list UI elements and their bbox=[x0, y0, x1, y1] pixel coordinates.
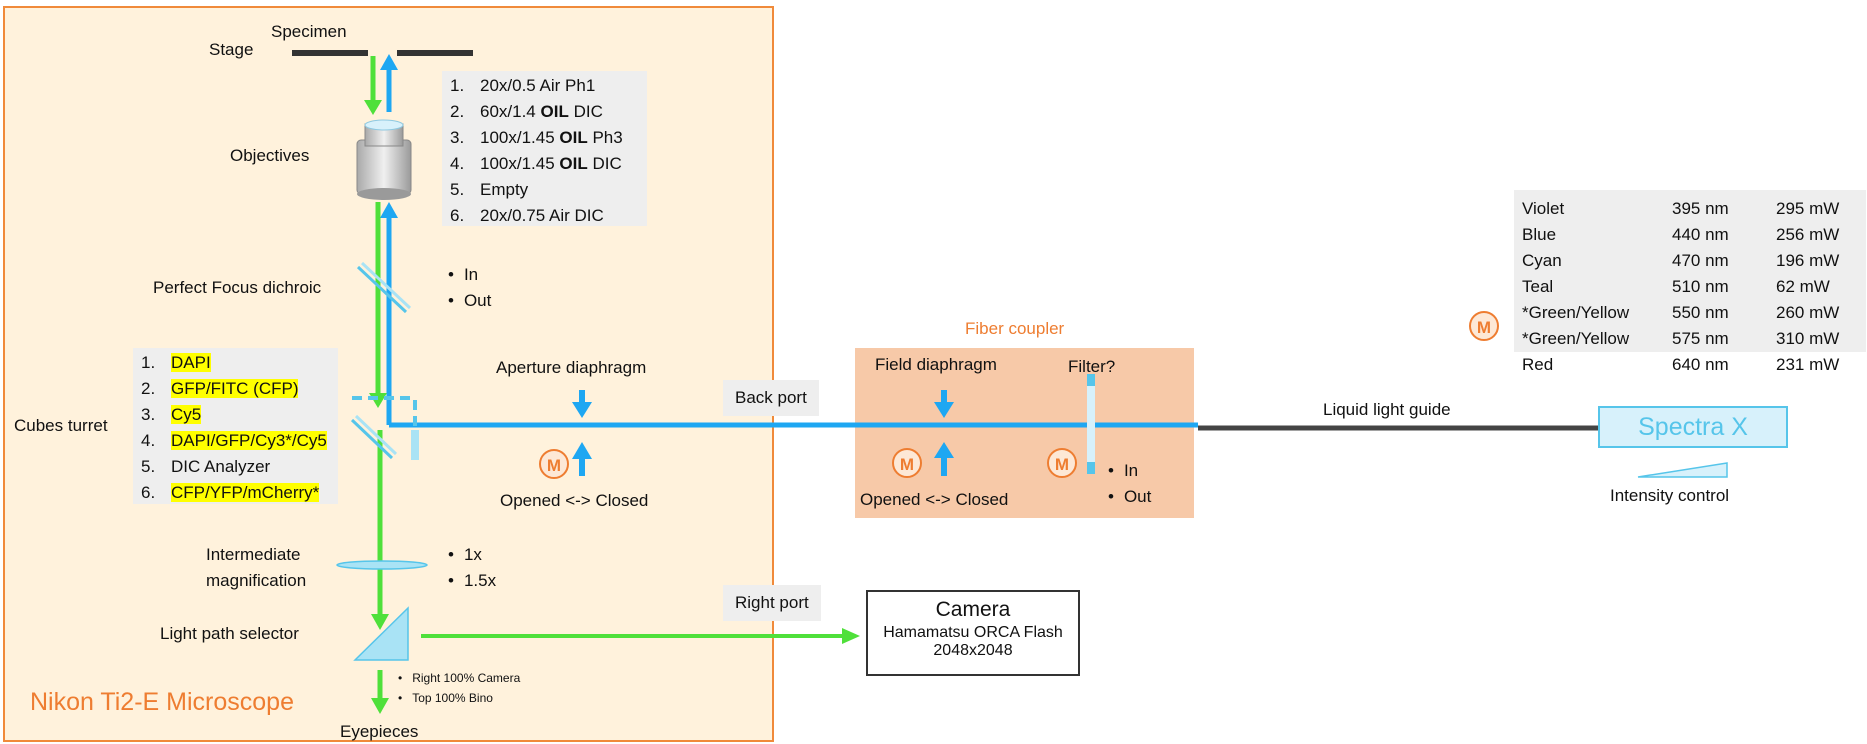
light-source-motor-icon: M bbox=[1469, 311, 1499, 341]
stage-bar-right bbox=[397, 50, 473, 56]
camera-title: Camera bbox=[935, 598, 1011, 621]
cube-dichroic-icon bbox=[350, 396, 419, 463]
back-port-label: Back port bbox=[723, 380, 819, 416]
fiber-coupler-title: Fiber coupler bbox=[965, 319, 1065, 338]
filter-label: Filter? bbox=[1068, 357, 1116, 376]
liquid-light-guide-label: Liquid light guide bbox=[1323, 400, 1451, 419]
cube-item: 4.DAPI/GFP/Cy3*/Cy5 bbox=[141, 431, 327, 450]
stage-label: Stage bbox=[209, 40, 254, 59]
microscope-title: Nikon Ti2-E Microscope bbox=[30, 688, 294, 716]
cube-item: 6.CFP/YFP/mCherry* bbox=[141, 483, 320, 502]
cubes-list-box: 1.DAPI 2.GFP/FITC (CFP) 3.Cy5 4.DAPI/GFP… bbox=[133, 348, 338, 504]
option-out: Out bbox=[448, 288, 491, 314]
stage-bar-left bbox=[292, 50, 368, 56]
perfect-focus-dichroic-icon bbox=[356, 261, 412, 314]
option-1-5x: 1.5x bbox=[448, 568, 496, 594]
cube-item: 1.DAPI bbox=[141, 353, 211, 372]
right-port-label: Right port bbox=[723, 585, 821, 621]
field-range-label: Opened <-> Closed bbox=[860, 490, 1009, 509]
filter-slider-icon bbox=[1087, 374, 1095, 474]
option-right-camera: Right 100% Camera bbox=[398, 668, 520, 688]
aperture-range-label: Opened <-> Closed bbox=[500, 491, 649, 510]
intermediate-label-2: magnification bbox=[206, 571, 307, 590]
eyepieces-label: Eyepieces bbox=[340, 722, 419, 741]
field-diaphragm-motor-icon: M bbox=[892, 448, 922, 478]
filter-options: In Out bbox=[1108, 458, 1151, 510]
objective-item: 4.100x/1.45 OIL DIC bbox=[450, 154, 622, 173]
field-diaphragm-label: Field diaphragm bbox=[875, 355, 997, 374]
light-path-label: Light path selector bbox=[160, 624, 299, 643]
objective-item: 5.Empty bbox=[450, 180, 529, 199]
field-diaphragm-arrows bbox=[934, 390, 954, 476]
objective-item: 3.100x/1.45 OIL Ph3 bbox=[450, 128, 623, 147]
light-path-options: Right 100% Camera Top 100% Bino bbox=[398, 668, 520, 708]
cube-item: 2.GFP/FITC (CFP) bbox=[141, 379, 299, 398]
intermediate-label-1: Intermediate bbox=[206, 545, 301, 564]
spectra-x-box: Spectra X bbox=[1598, 406, 1788, 448]
intermediate-options: 1x 1.5x bbox=[448, 542, 496, 594]
camera-model: Hamamatsu ORCA Flash bbox=[883, 624, 1063, 641]
objectives-list: 1.20x/0.5 Air Ph1 2.60x/1.4 OIL DIC 3.10… bbox=[450, 73, 647, 229]
camera-box: Camera Hamamatsu ORCA Flash 2048x2048 bbox=[866, 590, 1080, 676]
aperture-motor-icon: M bbox=[539, 449, 569, 479]
intensity-wedge-icon bbox=[1637, 462, 1728, 478]
cubes-list: 1.DAPI 2.GFP/FITC (CFP) 3.Cy5 4.DAPI/GFP… bbox=[141, 350, 338, 506]
option-1x: 1x bbox=[448, 542, 496, 568]
objective-item: 2.60x/1.4 OIL DIC bbox=[450, 102, 603, 121]
light-path-prism-icon bbox=[353, 606, 409, 661]
objective-item: 6.20x/0.75 Air DIC bbox=[450, 206, 604, 225]
option-top-bino: Top 100% Bino bbox=[398, 688, 520, 708]
specimen-label: Specimen bbox=[271, 22, 347, 41]
aperture-arrows bbox=[572, 390, 592, 476]
cube-item: 5.DIC Analyzer bbox=[141, 457, 271, 476]
camera-resolution: 2048x2048 bbox=[933, 642, 1013, 659]
objectives-list-box: 1.20x/0.5 Air Ph1 2.60x/1.4 OIL DIC 3.10… bbox=[442, 71, 647, 226]
option-in: In bbox=[448, 262, 491, 288]
intensity-control-label: Intensity control bbox=[1610, 486, 1730, 505]
excitation-path bbox=[380, 54, 1198, 428]
perfect-focus-label: Perfect Focus dichroic bbox=[153, 278, 322, 297]
cube-item: 3.Cy5 bbox=[141, 405, 202, 424]
filter-motor-icon: M bbox=[1047, 448, 1077, 478]
cubes-turret-label: Cubes turret bbox=[14, 416, 108, 435]
intermediate-lens-icon bbox=[336, 560, 428, 570]
objective-icon bbox=[356, 119, 412, 200]
option-in: In bbox=[1108, 458, 1151, 484]
option-out: Out bbox=[1108, 484, 1151, 510]
objective-item: 1.20x/0.5 Air Ph1 bbox=[450, 76, 596, 95]
objectives-label: Objectives bbox=[230, 146, 310, 165]
perfect-focus-options: In Out bbox=[448, 262, 491, 314]
aperture-label: Aperture diaphragm bbox=[496, 358, 647, 377]
